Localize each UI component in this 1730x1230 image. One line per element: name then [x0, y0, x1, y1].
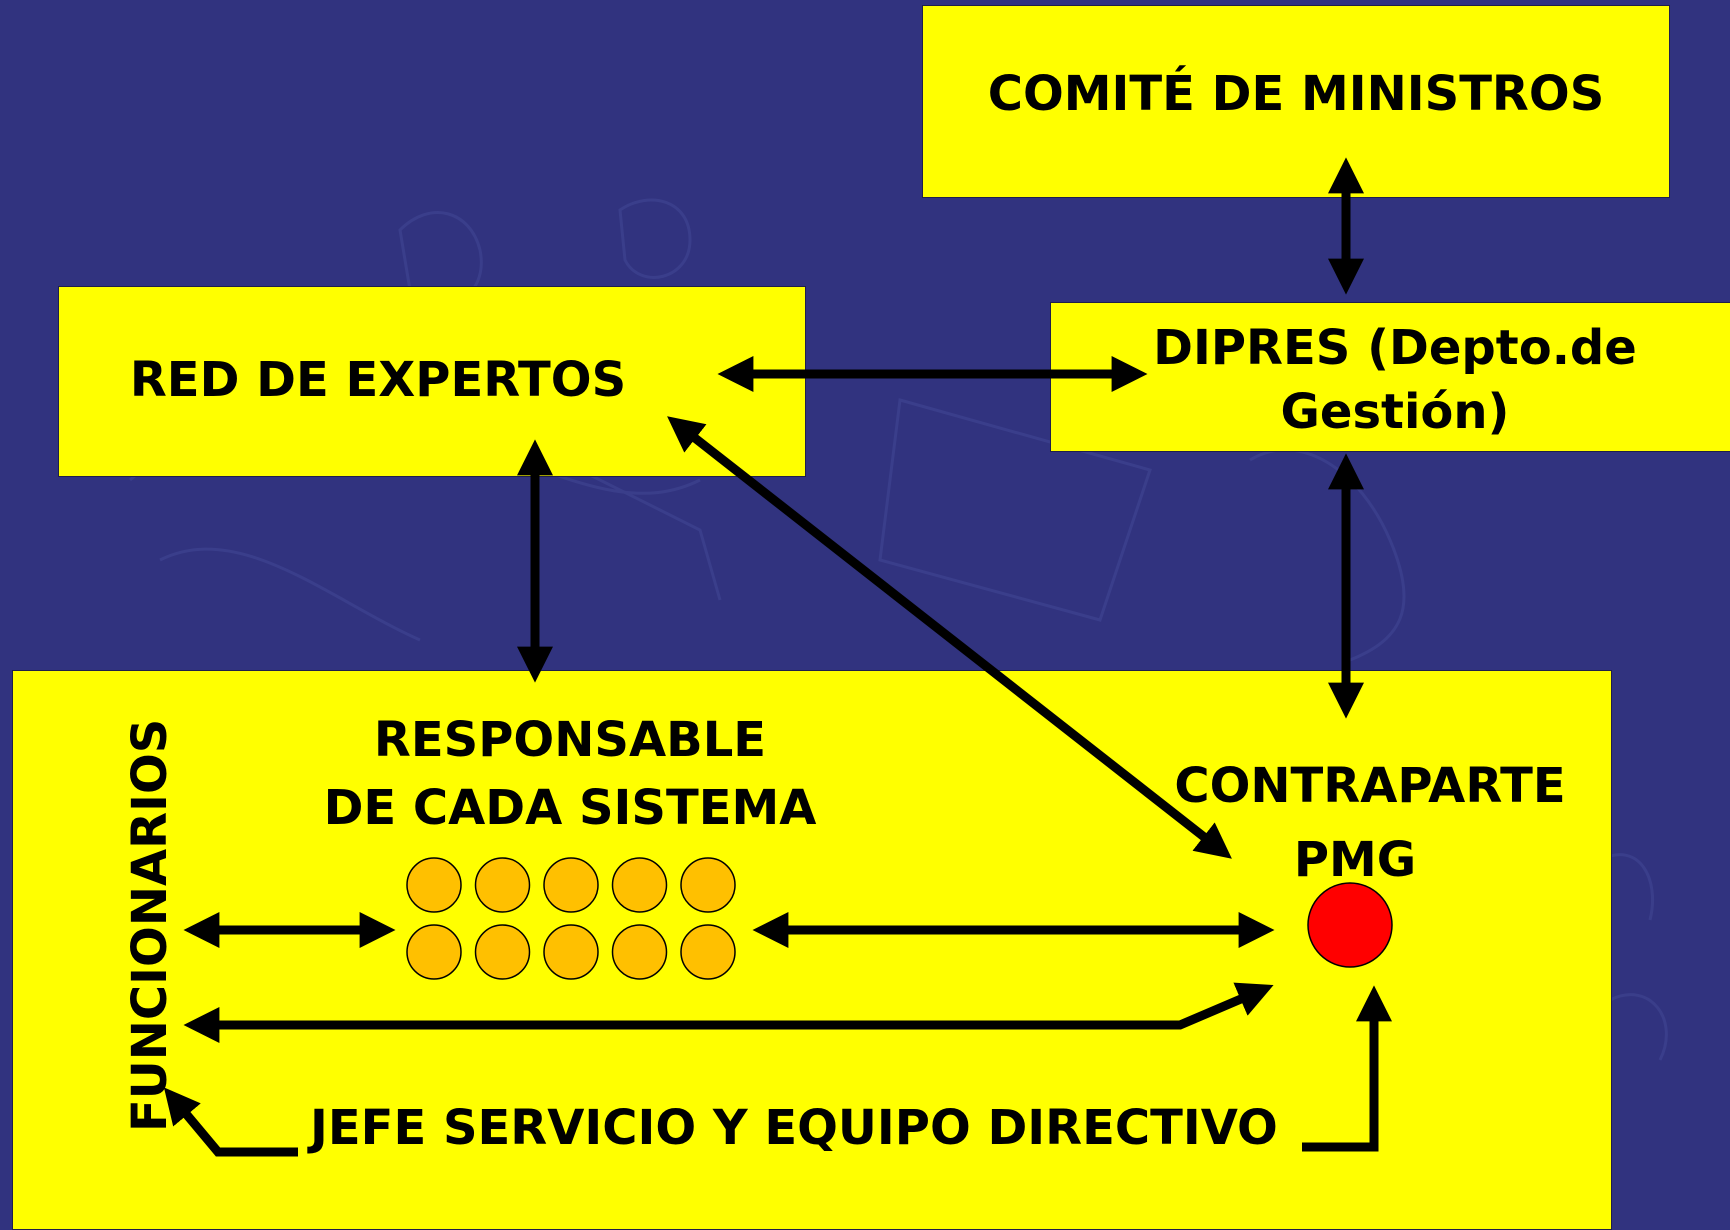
contraparte-label-line1: CONTRAPARTE	[1174, 758, 1566, 814]
comite-de-ministros-box	[922, 5, 1670, 198]
responsable-circles-group	[406, 857, 736, 980]
responsable-circle	[474, 857, 531, 913]
jefe-servicio-label: JEFE SERVICIO Y EQUIPO DIRECTIVO	[310, 1100, 1278, 1156]
arrow-jefe-funcionarios	[163, 1087, 298, 1157]
arrow-red-contraparte	[667, 416, 1232, 859]
responsable-circle	[543, 924, 599, 980]
responsable-circle	[680, 857, 736, 913]
red-de-expertos-label: RED DE EXPERTOS	[129, 352, 627, 408]
responsable-circle	[474, 924, 531, 980]
dipres-label-line1: DIPRES (Depto.de	[1153, 320, 1637, 376]
responsable-circle	[611, 924, 668, 980]
arrow-jefe-contraparte	[1302, 985, 1392, 1152]
responsable-circle	[680, 924, 736, 980]
responsable-circle	[406, 924, 462, 980]
dipres-label-line2: Gestión)	[1280, 384, 1510, 440]
contraparte-label-line2: PMG	[1293, 832, 1417, 888]
contraparte-circle	[1307, 882, 1393, 968]
responsable-circle	[406, 857, 462, 913]
responsable-circle	[543, 857, 599, 913]
arrow-contraparte-funcionarios	[183, 982, 1274, 1043]
responsable-circle	[611, 857, 668, 913]
comite-de-ministros-label: COMITÉ DE MINISTROS	[987, 66, 1605, 122]
